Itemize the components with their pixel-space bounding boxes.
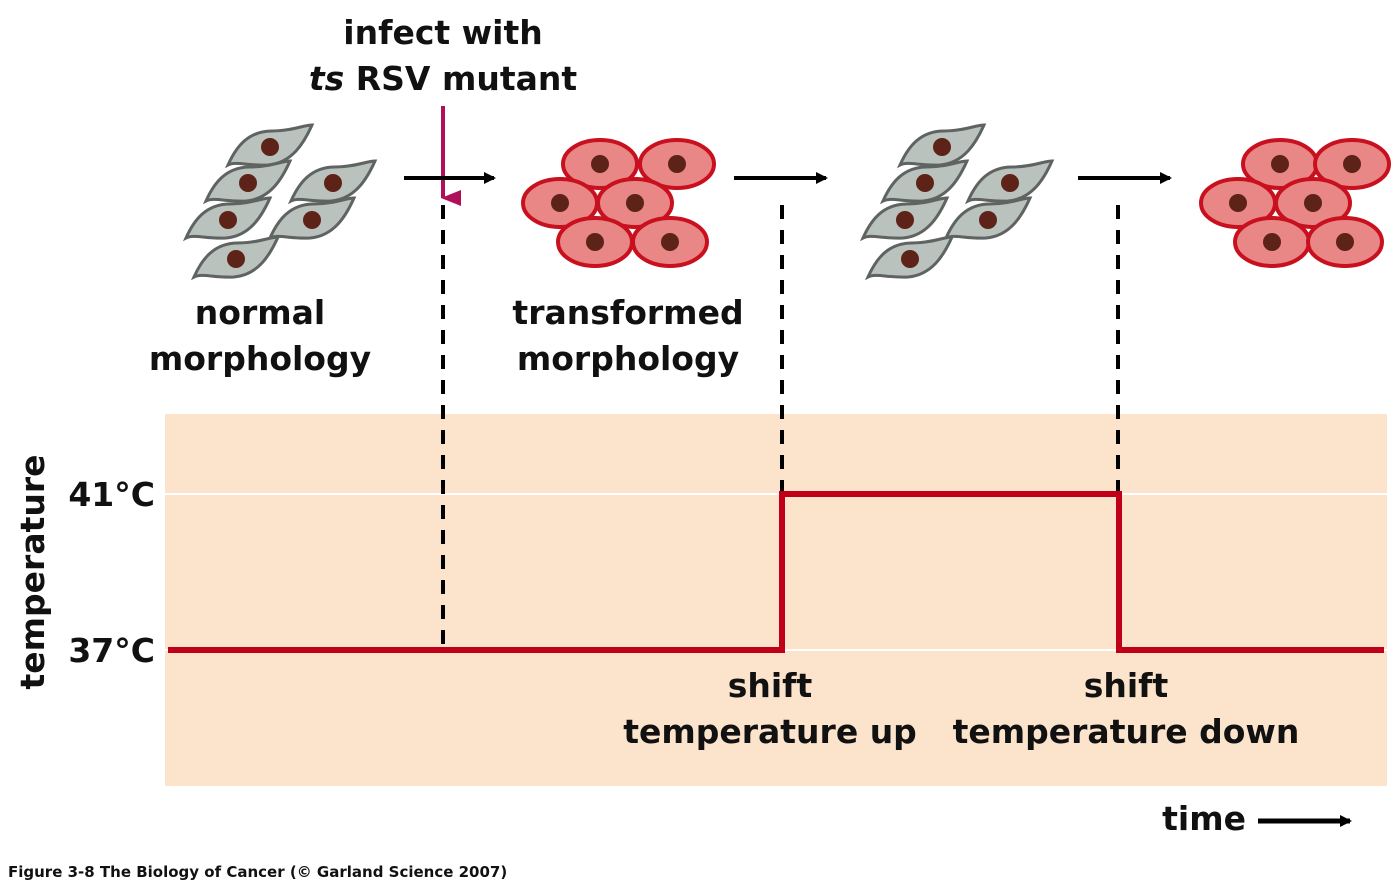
normal-label-line1: normal [195, 293, 325, 332]
shift-up-label-line1: shift [728, 666, 813, 705]
normal-cell [944, 196, 1032, 240]
shift-down-label-line1: shift [1084, 666, 1169, 705]
shift-down-label-line2: temperature down [953, 712, 1300, 751]
normal-cell [866, 235, 954, 279]
temperature-line [168, 491, 1384, 653]
temperature-band [165, 414, 1387, 786]
tick-37c: 37°C [68, 631, 155, 670]
normal-cell-cluster-1 [184, 123, 377, 279]
transformed-label-line2: morphology [517, 339, 739, 378]
transformed-cell [631, 216, 709, 268]
normal-cell [204, 159, 292, 203]
normal-label-line2: morphology [149, 339, 371, 378]
normal-cell [184, 196, 272, 240]
shift-up-label-line2: temperature up [623, 712, 917, 751]
normal-cell [881, 159, 969, 203]
infect-label-line1: infect with [343, 13, 542, 52]
normal-cell [192, 235, 280, 279]
rsv-mutant-text: RSV mutant [344, 59, 577, 98]
normal-cell-cluster-2 [861, 123, 1054, 279]
normal-cell [268, 196, 356, 240]
tick-41c: 41°C [68, 475, 155, 514]
y-axis-label: temperature [13, 454, 52, 689]
normal-cell [966, 159, 1054, 203]
transformed-cell [1233, 216, 1311, 268]
transformed-cell [1306, 216, 1384, 268]
normal-cell [226, 123, 314, 167]
x-axis-label: time [1162, 799, 1246, 838]
figure-caption: Figure 3-8 The Biology of Cancer (© Garl… [8, 863, 507, 881]
transformed-label-line1: transformed [512, 293, 743, 332]
transformed-cell [556, 216, 634, 268]
infect-label-line2: ts RSV mutant [309, 59, 578, 98]
transformed-cell-cluster-1 [521, 138, 716, 268]
normal-cell [861, 196, 949, 240]
transformed-cell-cluster-2 [1199, 138, 1391, 268]
normal-cell [289, 159, 377, 203]
ts-italic: ts [309, 59, 344, 98]
normal-cell [898, 123, 986, 167]
